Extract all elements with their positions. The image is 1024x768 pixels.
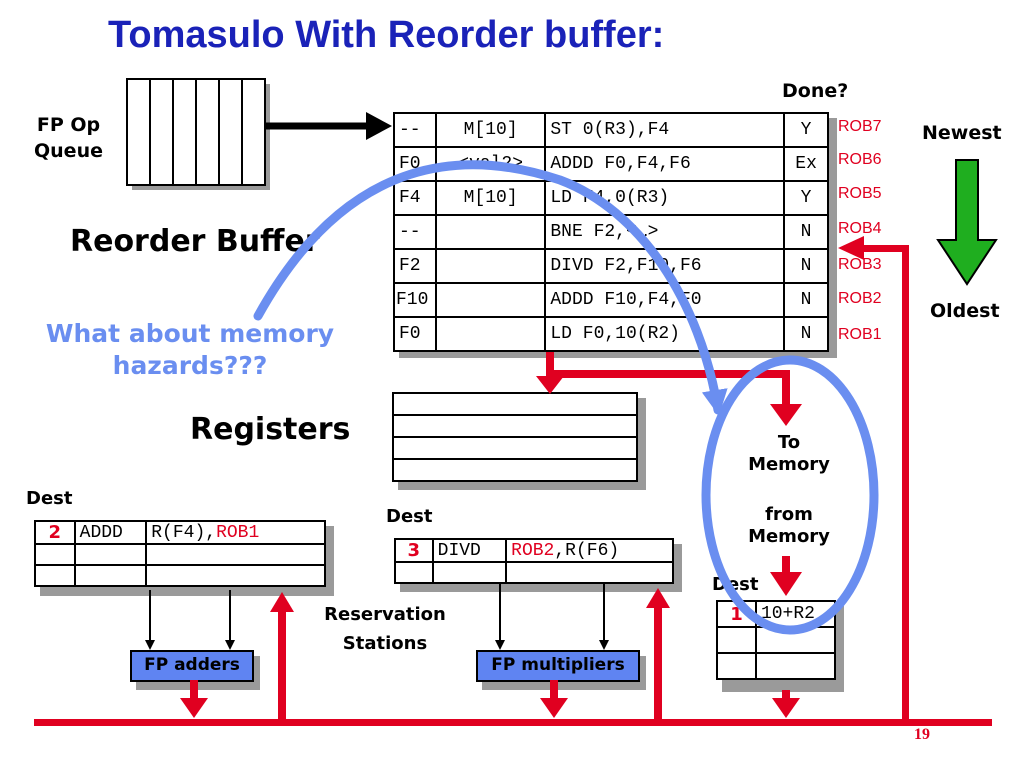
rob-tag: ROB1 [838, 326, 882, 343]
page-title: Tomasulo With Reorder buffer: [108, 14, 665, 56]
adder-rs-op [73, 564, 148, 587]
rob-tag: ROB4 [838, 220, 882, 237]
rob-row: F2 DIVD F2,F10,F6 N [393, 248, 829, 284]
to-memory-label: To Memory [748, 432, 830, 475]
common-data-bus [34, 236, 992, 726]
rob-value [434, 214, 547, 250]
fp-adders-unit: FP adders [130, 650, 254, 682]
adder-rs-dest [34, 543, 76, 566]
rob-dest: -- [393, 214, 437, 250]
adder-rs-operands [145, 564, 326, 587]
from-memory-label: from Memory [748, 504, 830, 547]
reorder-buffer-table: -- M[10] ST 0(R3),F4 Y F0 <val2> ADDD F0… [393, 112, 829, 352]
rob-done: Y [783, 180, 829, 216]
memory-hazard-curve [253, 160, 728, 416]
load-buffer-dest [716, 626, 757, 654]
rob-value: M[10] [434, 180, 547, 216]
load-buffer-row [716, 652, 837, 680]
page-number: 19 [914, 726, 930, 743]
rob-tag: ROB2 [838, 290, 882, 307]
rob-value [434, 248, 547, 284]
oldest-label: Oldest [930, 300, 1000, 322]
newest-label: Newest [922, 122, 1002, 144]
rob-dest: F2 [393, 248, 437, 284]
mult-rs-row [394, 561, 674, 584]
memory-hazards-note: What about memory hazards??? [45, 319, 335, 380]
rob-row: -- BNE F2,<…> N [393, 214, 829, 250]
register-file [392, 392, 638, 482]
rob-tag: ROB7 [838, 118, 882, 135]
adder-rs-dest: 2 [34, 520, 76, 545]
rob-dest: -- [393, 112, 437, 148]
memory-ellipse [701, 355, 879, 635]
adder-reservation-stations: 2 ADDD R(F4),ROB1 [34, 520, 326, 587]
rob-tag: ROB5 [838, 185, 882, 202]
done-column-header: Done? [782, 80, 849, 102]
registers-label: Registers [190, 412, 351, 447]
rob-done: N [783, 316, 829, 352]
rob-instruction: ST 0(R3),F4 [544, 112, 786, 148]
rob-value: M[10] [434, 112, 547, 148]
adder-rs-op [73, 543, 148, 566]
rob-value [434, 282, 547, 318]
reorder-buffer-label: Reorder Buffer [70, 224, 320, 259]
adder-rs-dest-label: Dest [26, 488, 73, 509]
rob-done: N [783, 214, 829, 250]
rob-done: Ex [783, 146, 829, 182]
mult-rs-operands [505, 561, 674, 584]
adder-rs-dest [34, 564, 76, 587]
fp-op-queue [126, 78, 266, 186]
rob-row: F0 LD F0,10(R2) N [393, 316, 829, 352]
rob-dest: F0 [393, 316, 437, 352]
mult-rs-dest-label: Dest [386, 506, 433, 527]
rob-dest: F4 [393, 180, 437, 216]
mult-rs-dest [394, 561, 434, 584]
load-buffer-address [754, 652, 837, 680]
rob-dest: F10 [393, 282, 437, 318]
adder-rs-row [34, 564, 326, 587]
rob-instruction: ADDD F0,F4,F6 [544, 146, 786, 182]
rob-done: Y [783, 112, 829, 148]
age-order-arrow [936, 159, 998, 286]
mult-rs-row: 3 DIVD ROB2,R(F6) [394, 538, 674, 563]
mult-rs-dest: 3 [394, 538, 434, 563]
load-buffer-dest [716, 652, 757, 680]
rob-row: -- M[10] ST 0(R3),F4 Y [393, 112, 829, 148]
multiplier-reservation-stations: 3 DIVD ROB2,R(F6) [394, 538, 674, 584]
adder-rs-operands: R(F4),ROB1 [145, 520, 326, 545]
rob-instruction: ADDD F10,F4,F0 [544, 282, 786, 318]
rob-instruction: BNE F2,<…> [544, 214, 786, 250]
mult-rs-op [431, 561, 508, 584]
reservation-stations-label: Reservation Stations [324, 604, 446, 654]
adder-rs-row [34, 543, 326, 566]
rob-value [434, 316, 547, 352]
rob-tag: ROB3 [838, 256, 882, 273]
rob-instruction: LD F0,10(R2) [544, 316, 786, 352]
rob-row: F4 M[10] LD F4,0(R3) Y [393, 180, 829, 216]
fp-op-queue-label: FP Op Queue [34, 114, 103, 162]
rob-instruction: LD F4,0(R3) [544, 180, 786, 216]
rob-tag: ROB6 [838, 151, 882, 168]
rob-row: F0 <val2> ADDD F0,F4,F6 Ex [393, 146, 829, 182]
adder-rs-op: ADDD [73, 520, 148, 545]
adder-rs-row: 2 ADDD R(F4),ROB1 [34, 520, 326, 545]
rob-done: N [783, 282, 829, 318]
mult-rs-operands: ROB2,R(F6) [505, 538, 674, 563]
rob-done: N [783, 248, 829, 284]
adder-rs-operands [145, 543, 326, 566]
mult-rs-op: DIVD [431, 538, 508, 563]
rob-row: F10 ADDD F10,F4,F0 N [393, 282, 829, 318]
